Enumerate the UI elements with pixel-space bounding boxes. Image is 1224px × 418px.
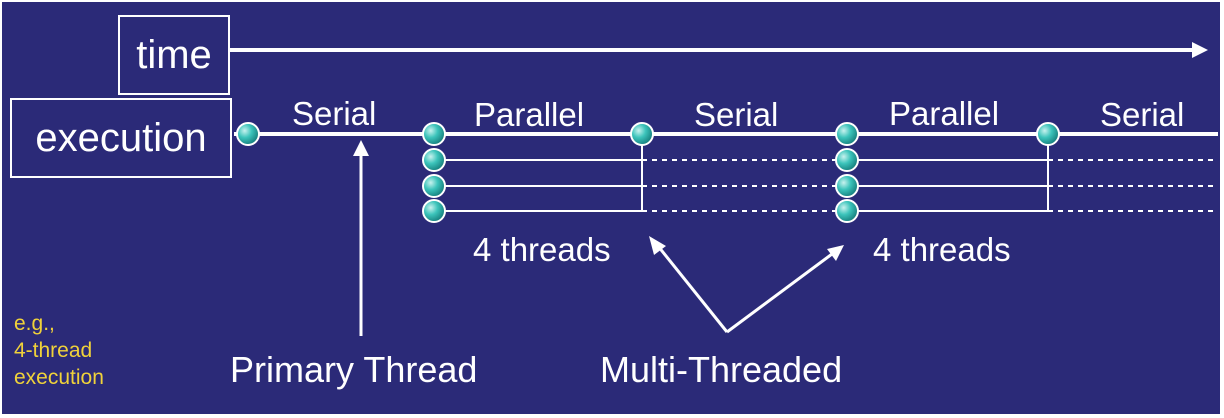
multi-threaded-label: Multi-Threaded [600,349,843,390]
multi-threaded-arrows [649,236,844,334]
join-node-2 [1036,122,1060,146]
note-line-1: e.g., [14,312,55,335]
fork-node-parallel2-t1 [835,122,859,146]
threads-label-2: 4 threads [873,231,1011,268]
parallel-label-1: Parallel [474,96,585,133]
join-node-1 [630,122,654,146]
parallel-label-2: Parallel [889,95,1000,132]
time-label-box: time [118,15,230,95]
fork-node-parallel1-t3 [422,174,446,198]
note-line-2: 4-thread [14,339,93,362]
time-label: time [136,32,212,77]
fork-node-parallel1-t4 [422,199,446,223]
note-line-3: execution [14,366,104,389]
parallel-region-2 [847,136,1216,212]
primary-thread-label: Primary Thread [230,349,478,390]
primary-thread-arrow [353,140,369,336]
parallel-region-1 [434,136,847,212]
serial-label-3: Serial [1100,96,1185,133]
fork-node-parallel1-t2 [422,148,446,172]
execution-label-box: execution [10,98,232,178]
fork-node-parallel2-t4 [835,199,859,223]
threads-label-1: 4 threads [473,231,611,268]
fork-node-parallel1-t1 [422,122,446,146]
execution-label: execution [35,115,207,160]
fork-node-start [236,122,260,146]
fork-node-parallel2-t3 [835,174,859,198]
thread-nodes [236,122,1060,223]
example-note: e.g., 4-thread execution [14,310,104,391]
serial-label-1: Serial [292,95,377,132]
fork-node-parallel2-t2 [835,148,859,172]
serial-label-2: Serial [694,96,779,133]
time-axis [228,42,1208,58]
